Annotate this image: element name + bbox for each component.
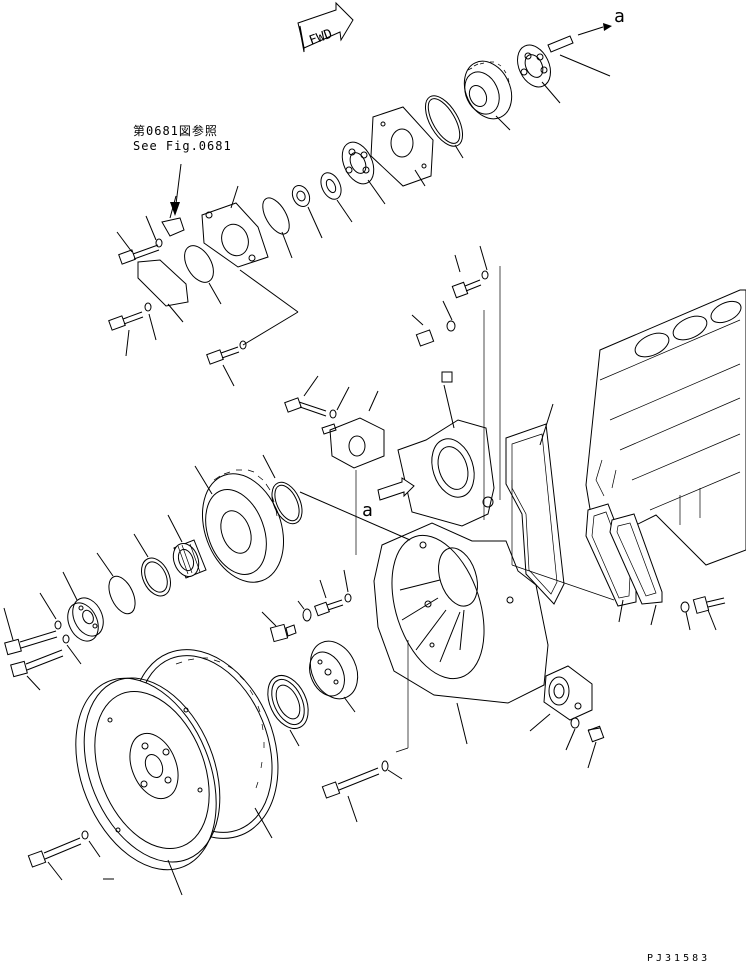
pto-gear [309,640,359,713]
washer-hub-2 [62,634,82,665]
bracket-flange [201,185,269,268]
bolt-housing [321,760,403,823]
pump-drive-cover [321,390,385,469]
bolt-pump [587,725,605,769]
washer-right [680,601,691,631]
callout-letter-top: a [614,6,625,27]
oil-seal [267,675,309,747]
bolt-top-right [451,245,489,299]
guide-lines [355,266,615,753]
bolt-cover-2 [108,311,144,357]
bolt-pump-cover [284,375,350,419]
hub [62,571,104,642]
bolt-hub-2 [10,649,64,691]
reference-note: 第0681図参照 See Fig.0681 [133,124,232,154]
callout-arrow-icon: a [577,6,625,36]
callout-letter-mid: a [362,500,373,521]
drawing-id: PJ31583 [647,953,711,964]
plug-mid [261,611,297,643]
bolt-right [692,596,726,631]
spacer-ring [133,533,172,597]
housing-cover [370,106,434,187]
bolt-flywheel [27,830,101,881]
gear-case [397,371,495,527]
o-ring-upper [424,95,464,159]
gasket-seal-1 [585,503,637,607]
gasket-seal-2 [609,513,663,626]
gasket-rear [505,403,565,605]
flywheel-housing [373,522,549,745]
main-gear [194,465,285,583]
o-ring-plug [297,600,312,622]
hydraulic-pump [529,665,593,732]
bolt-mid [314,569,352,617]
idler-gear-upper [463,60,513,131]
washer-pump [565,717,580,751]
o-ring-lower [96,552,136,615]
cover-plate [137,259,189,323]
washer-cover-1 [145,215,163,248]
o-ring-gear [262,454,303,525]
bolt-cover-1 [116,231,160,265]
reference-note-en: See Fig.0681 [133,139,232,153]
lock-washer-upper [320,172,353,223]
pin [547,35,611,77]
washer-cover-2 [144,302,157,341]
needle-bearing [167,514,207,579]
flywheel [75,677,221,896]
callout-arrow-icon: a [299,477,415,541]
nut-upper [291,184,323,239]
reference-leader-arrow [170,163,182,216]
bearing-upper [517,44,561,104]
plug-upper [411,300,456,347]
bolt-hub-1 [3,607,58,656]
bearing-mid [341,141,386,205]
bolt-flange [206,269,299,387]
fwd-arrow-icon: FWD [297,1,354,53]
o-ring-left [184,245,222,305]
o-ring-small [262,197,293,259]
engine-block [585,289,746,566]
reference-note-jp: 第0681図参照 [133,124,218,138]
washer-hub-1 [39,592,62,630]
